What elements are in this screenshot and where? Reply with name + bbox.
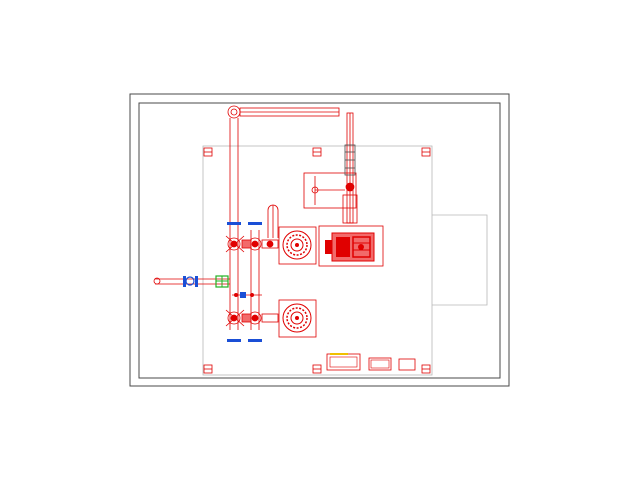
gate-valve-icon	[227, 339, 241, 342]
battery-boxes	[326, 353, 416, 371]
lifting-lugs	[203, 147, 431, 374]
battery-icon	[368, 357, 392, 371]
flange-icon	[227, 311, 241, 325]
gate-valve-icon	[248, 339, 262, 342]
engine-unit	[318, 225, 384, 267]
pump-icon	[282, 230, 312, 260]
pump-icon	[282, 303, 312, 333]
pump-base	[278, 299, 317, 338]
elbow-icon	[227, 105, 241, 119]
engine-base	[318, 225, 384, 267]
pump-base	[278, 226, 317, 265]
gate-valve-icon	[248, 222, 262, 225]
upper-valve-cluster	[225, 235, 279, 253]
gate-valve-icon	[227, 222, 241, 225]
tank-icon	[398, 358, 416, 371]
riser-valves	[227, 222, 262, 342]
sheet-outer-border	[129, 93, 510, 387]
control-panel	[303, 172, 357, 209]
bypass-valve	[232, 292, 262, 298]
upper-pump	[278, 226, 317, 265]
gate-valve-icon	[183, 276, 186, 287]
skid-extension	[432, 214, 488, 306]
sheet-inner-border	[138, 102, 501, 379]
skid-outline	[202, 145, 433, 376]
suction-inlet-line	[153, 275, 230, 288]
top-header-pipe	[227, 105, 340, 119]
gate-valve-icon	[195, 276, 198, 287]
lower-valve-cluster	[225, 309, 279, 327]
exhaust-stack	[342, 112, 358, 224]
lower-pump	[278, 299, 317, 338]
check-valve-icon	[240, 292, 246, 298]
battery-icon	[326, 353, 361, 371]
gauge-loop	[267, 204, 279, 238]
flange-icon	[227, 237, 241, 251]
